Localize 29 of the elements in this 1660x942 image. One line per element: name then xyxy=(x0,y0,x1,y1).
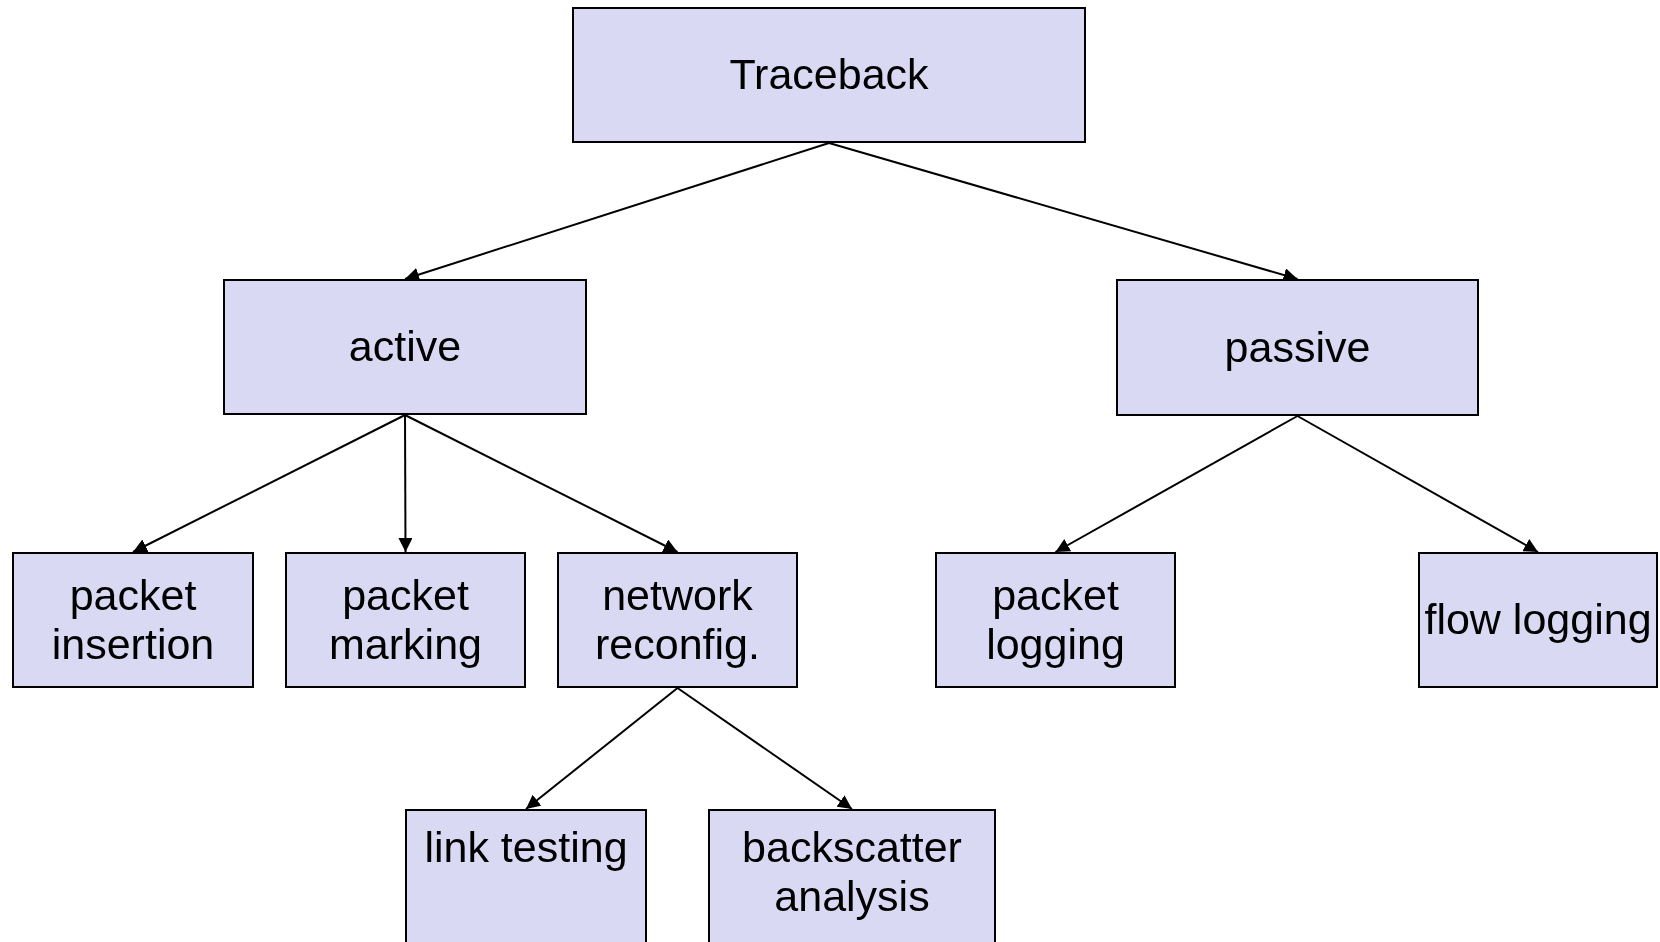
arrow xyxy=(404,142,830,282)
process-box xyxy=(935,552,1176,688)
node-label: flow logging xyxy=(1424,595,1652,645)
process-box xyxy=(12,552,254,688)
arrow xyxy=(1054,415,1299,553)
node-label: packet marking xyxy=(328,570,483,670)
node-label: packet logging xyxy=(985,570,1126,670)
arrow xyxy=(132,414,406,553)
process-box xyxy=(1418,552,1658,688)
process-box xyxy=(1116,279,1479,416)
process-box xyxy=(405,809,647,942)
process-box xyxy=(572,7,1086,143)
node-label: backscatter analysis xyxy=(741,823,963,922)
node-label: passive xyxy=(1224,322,1371,373)
arrow xyxy=(1296,415,1539,553)
arrow xyxy=(404,414,679,553)
node-label: Traceback xyxy=(729,50,929,100)
process-box xyxy=(708,809,996,942)
node-label: active xyxy=(348,322,462,372)
process-box xyxy=(557,552,798,688)
arrow xyxy=(525,687,679,810)
node-label: packet insertion xyxy=(50,570,216,670)
process-box xyxy=(223,279,587,415)
node-label: network reconfig. xyxy=(594,570,761,670)
arrow xyxy=(676,687,853,810)
arrow xyxy=(398,414,413,553)
node-label: link testing xyxy=(424,823,628,873)
arrow xyxy=(828,142,1299,282)
process-box xyxy=(285,552,526,688)
